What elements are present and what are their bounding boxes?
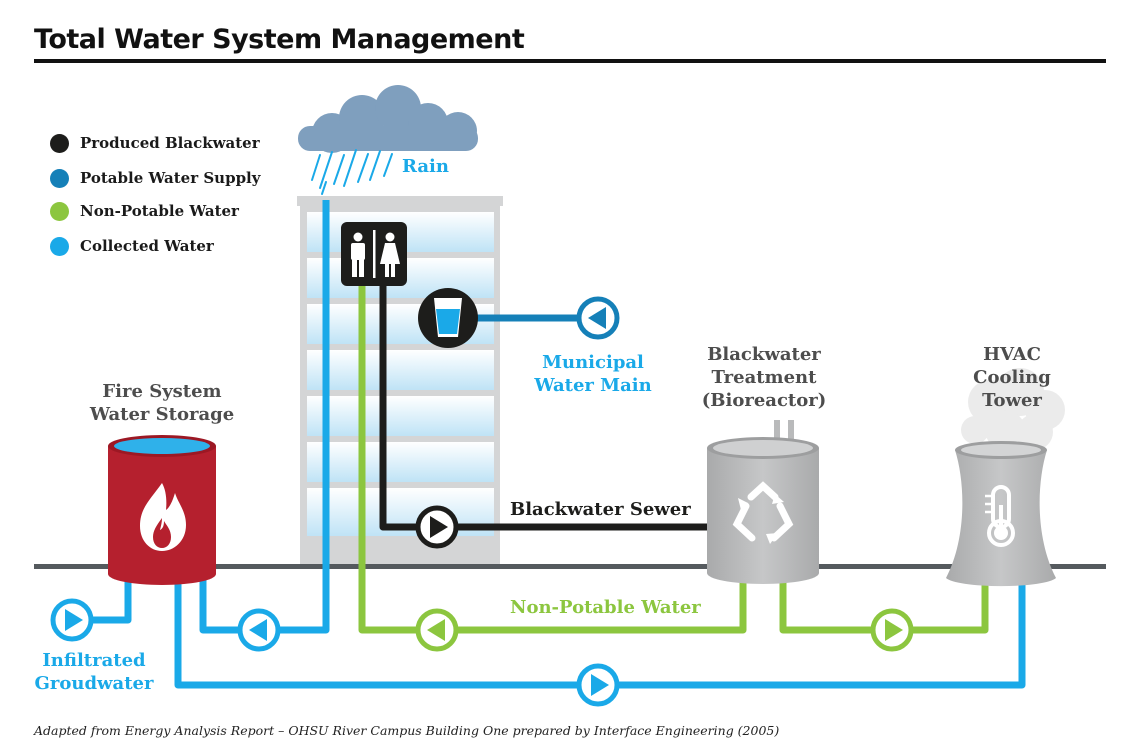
cloud-icon [298,85,478,195]
label-rain: Rain [402,156,449,177]
label-infiltrated-groundwater: Infiltrated Groudwater [14,649,174,695]
label-blackwater-treatment: Blackwater Treatment (Bioreactor) [684,343,844,412]
legend-item-blackwater: Produced Blackwater [50,132,260,154]
label-ground-line1: Infiltrated [42,650,146,671]
label-municipal-line1: Municipal [542,352,644,373]
valve-collected [237,608,281,652]
valve-nonpotable-right [870,608,914,652]
legend-swatch [50,236,69,256]
page-title: Total Water System Management [34,24,525,55]
valve-nonpotable-left [415,608,459,652]
restroom-icon [341,222,407,286]
legend-item-collected: Collected Water [50,235,214,257]
label-fire-line2: Water Storage [89,404,235,425]
valve-groundwater [50,598,94,642]
recycle-icon [732,481,794,544]
label-ground-line2: Groudwater [34,673,154,694]
pipe-nonpotable-loop [358,285,747,634]
legend-swatch [50,168,69,188]
label-hvac-line3: Tower [982,390,1042,411]
legend-label: Produced Blackwater [80,134,260,152]
thermometer-icon [985,485,1015,547]
legend-item-nonpotable: Non-Potable Water [50,200,239,222]
valve-return [576,663,620,707]
label-hvac-cooling-tower: HVAC Cooling Tower [952,343,1072,412]
label-fire-line1: Fire System [102,381,222,402]
legend-label: Potable Water Supply [80,169,261,187]
valve-sewer [415,505,459,549]
label-treatment-line2: Treatment [711,367,817,388]
title-divider [34,59,1106,63]
source-caption: Adapted from Energy Analysis Report – OH… [34,723,780,738]
label-treatment-line1: Blackwater [707,344,821,365]
water-glass-icon [418,288,478,348]
label-municipal-line2: Water Main [534,375,652,396]
flame-icon [140,483,186,551]
label-treatment-line3: (Bioreactor) [701,390,827,411]
ground-line [34,564,1106,569]
label-nonpotable-water: Non-Potable Water [510,597,701,618]
label-blackwater-sewer: Blackwater Sewer [510,499,691,520]
bioreactor-tank [707,420,819,584]
label-hvac-line2: Cooling [973,367,1051,388]
pipe-blackwater-sewer [379,285,712,531]
legend-swatch [50,133,69,153]
label-hvac-line1: HVAC [983,344,1041,365]
legend-swatch [50,201,69,221]
legend-item-potable: Potable Water Supply [50,167,260,189]
steam-icon [961,368,1065,450]
legend-label: Collected Water [80,237,214,255]
legend-label: Non-Potable Water [80,202,239,220]
label-fire-storage: Fire System Water Storage [62,380,262,426]
valve-municipal [576,296,620,340]
label-municipal-water-main: Municipal Water Main [513,351,673,397]
